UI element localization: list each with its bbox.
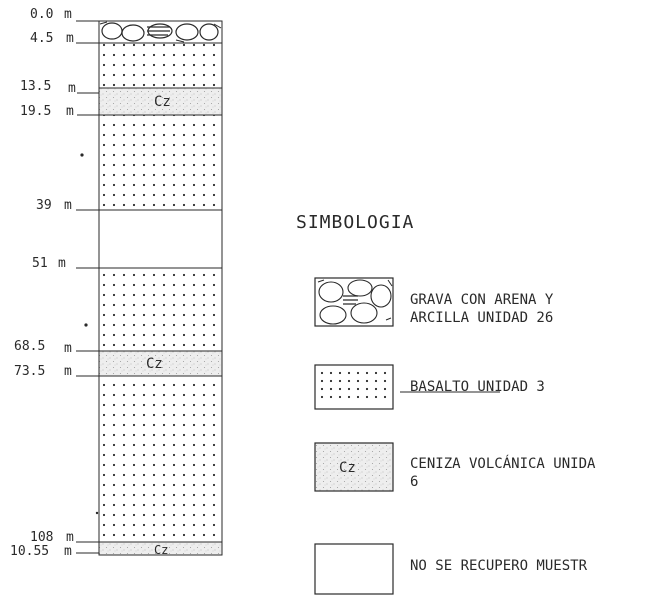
legend-label-line: GRAVA CON ARENA Y: [410, 292, 554, 308]
svg-text:m: m: [66, 31, 74, 46]
depth-label: 68.5 m: [14, 339, 99, 356]
basalt-dot: [347, 371, 351, 375]
svg-text:39: 39: [36, 198, 52, 213]
layer-ash-3-label: Cz: [154, 543, 168, 557]
basalt-dot: [338, 395, 342, 399]
svg-text:m: m: [64, 341, 72, 356]
basalt-dot: [338, 371, 342, 375]
depth-label: 73.5 m: [14, 364, 99, 379]
basalt-dot: [347, 395, 351, 399]
legend-item-basalt: BASALTO UNIDAD 3: [314, 364, 545, 410]
svg-text:m: m: [58, 256, 66, 271]
layer-ash-2: Cz: [98, 350, 223, 377]
svg-text:108: 108: [30, 530, 53, 545]
layer-basalt-4: [98, 375, 223, 543]
depth-label: 39 m: [36, 198, 99, 213]
basalt-dot: [383, 371, 387, 375]
basalt-dot: [365, 379, 369, 383]
layer-ash-1-label: Cz: [154, 94, 171, 110]
ash-swatch: [314, 442, 394, 492]
basalt-dot: [365, 387, 369, 391]
basalt-dot: [320, 379, 324, 383]
depth-label: 13.5 m: [20, 79, 99, 96]
legend-label-line: ARCILLA UNIDAD 26: [410, 310, 553, 326]
svg-text:m: m: [64, 198, 72, 213]
legend-label-line: 6: [410, 474, 418, 490]
svg-text:m: m: [64, 544, 72, 559]
svg-text:0.0: 0.0: [30, 7, 53, 22]
basalt-dot: [329, 371, 333, 375]
svg-text:73.5: 73.5: [14, 364, 45, 379]
legend: SIMBOLOGIA GRAVA CON ARENA Y ARCILLA UNI…: [296, 212, 596, 595]
depth-labels: 0.0 m 4.5 m 13.5 m 19.5 m 39 m 51 m: [10, 7, 99, 559]
layer-gravel: [98, 20, 223, 44]
basalt-dot: [347, 387, 351, 391]
basalt-dot: [356, 379, 360, 383]
basalt-dot: [374, 379, 378, 383]
layer-no-recovery: [98, 209, 223, 269]
svg-text:19.5: 19.5: [20, 104, 51, 119]
legend-item-gravel: GRAVA CON ARENA Y ARCILLA UNIDAD 26: [314, 277, 554, 327]
basalt-dot: [329, 379, 333, 383]
layer-basalt-1: [98, 42, 223, 89]
legend-label-line: CENIZA VOLCÁNICA UNIDA: [410, 455, 596, 472]
basalt-dot: [320, 387, 324, 391]
basalt-dot: [374, 387, 378, 391]
gravel-swatch: [314, 277, 394, 327]
layer-ash-1: Cz: [98, 87, 223, 116]
svg-text:51: 51: [32, 256, 48, 271]
basalt-dot: [356, 395, 360, 399]
empty-swatch: [314, 543, 394, 595]
layer-ash-3: Cz: [98, 541, 223, 557]
basalt-dot: [320, 371, 324, 375]
legend-item-no-recovery: NO SE RECUPERO MUESTR: [314, 543, 588, 595]
basalt-dot: [374, 371, 378, 375]
legend-label-line: BASALTO UNIDAD 3: [410, 379, 545, 395]
basalt-dot: [338, 379, 342, 383]
basalt-dot: [383, 387, 387, 391]
svg-text:m: m: [66, 530, 74, 545]
basalt-dot: [347, 379, 351, 383]
basalt-dot: [383, 379, 387, 383]
svg-text:68.5: 68.5: [14, 339, 45, 354]
legend-title: SIMBOLOGIA: [296, 212, 414, 233]
legend-label-line: NO SE RECUPERO MUESTR: [410, 558, 588, 574]
basalt-dot: [374, 395, 378, 399]
basalt-dot: [356, 387, 360, 391]
depth-label: 0.0 m: [30, 7, 99, 22]
basalt-dot: [329, 395, 333, 399]
layer-basalt-2: [98, 114, 223, 211]
depth-label: 51 m: [32, 256, 99, 271]
ash-swatch-label: Cz: [339, 460, 356, 476]
svg-text:4.5: 4.5: [30, 31, 53, 46]
layer-basalt-3: [98, 267, 223, 352]
depth-label: 19.5 m: [20, 104, 99, 119]
svg-text:m: m: [68, 81, 76, 96]
basalt-dot: [338, 387, 342, 391]
basalt-dot: [365, 371, 369, 375]
basalt-swatch: [314, 364, 394, 410]
lithologic-column: Cz Cz Cz: [98, 20, 223, 557]
depth-label: 10.55 m: [10, 544, 99, 559]
svg-text:m: m: [64, 7, 72, 22]
basalt-dot: [329, 387, 333, 391]
scan-specks: [80, 153, 99, 515]
svg-text:m: m: [66, 104, 74, 119]
basalt-dot: [365, 395, 369, 399]
svg-text:13.5: 13.5: [20, 79, 51, 94]
depth-label: 108 m: [30, 530, 99, 545]
layer-ash-2-label: Cz: [146, 356, 163, 372]
basalt-swatch-dots: [320, 371, 387, 399]
basalt-dot: [383, 395, 387, 399]
basalt-dot: [320, 395, 324, 399]
basalt-dot: [356, 371, 360, 375]
svg-text:m: m: [64, 364, 72, 379]
svg-text:10.55: 10.55: [10, 544, 49, 559]
depth-label: 4.5 m: [30, 31, 99, 46]
legend-item-ash: Cz CENIZA VOLCÁNICA UNIDA 6: [314, 442, 596, 492]
